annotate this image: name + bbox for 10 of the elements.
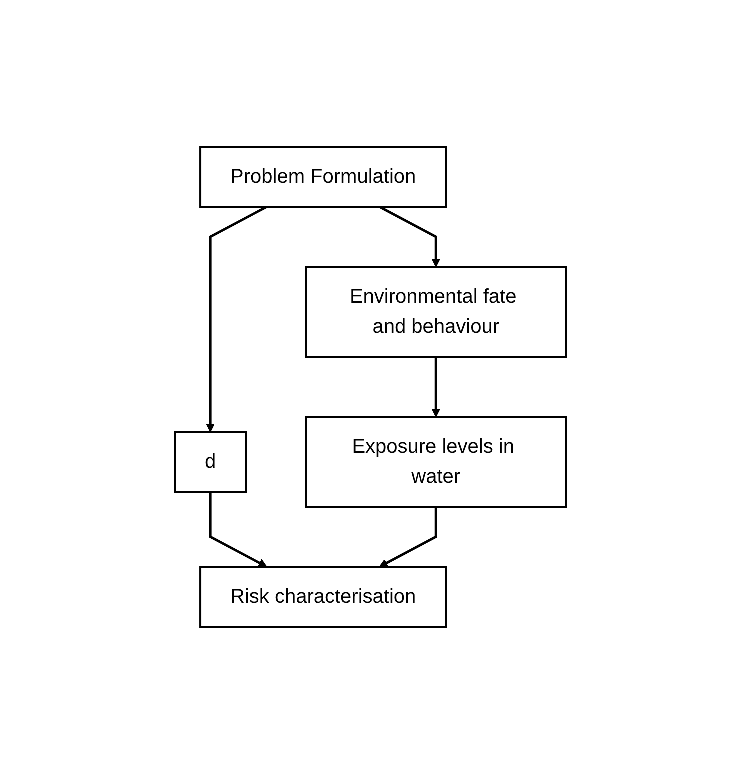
arrow xyxy=(380,507,438,568)
node-box: Environmental fate and behaviour xyxy=(306,266,568,358)
node-box: Exposure levels in water xyxy=(306,416,568,508)
node-box: Risk characterisation xyxy=(200,566,448,628)
arrow xyxy=(432,357,441,418)
arrow xyxy=(210,492,268,568)
arrow xyxy=(206,206,268,432)
node-box: Problem Formulation xyxy=(200,146,448,208)
node-box: d xyxy=(174,431,248,493)
arrow xyxy=(380,206,441,268)
